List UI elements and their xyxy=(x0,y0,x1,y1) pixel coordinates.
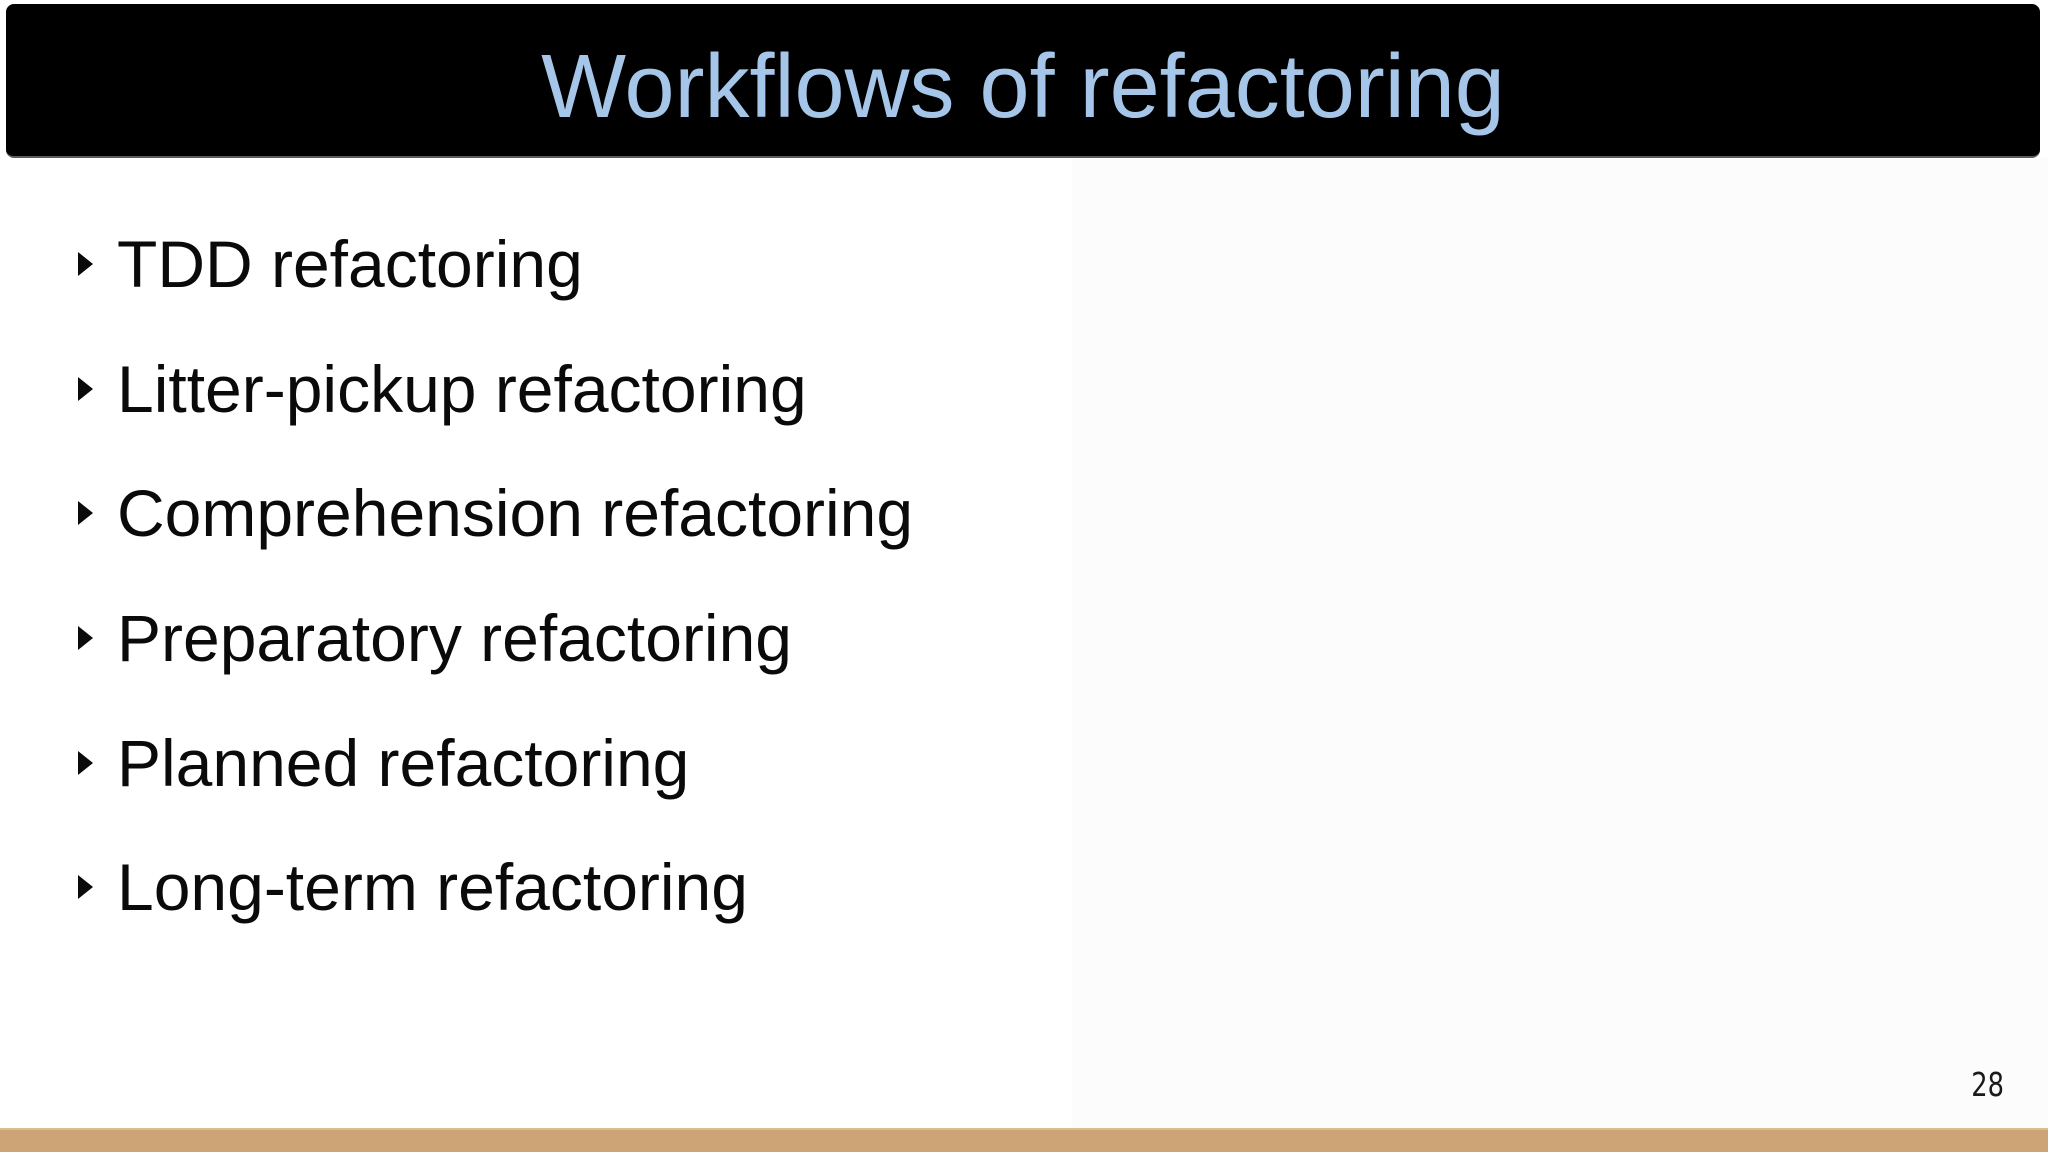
bullet-item: Comprehension refactoring xyxy=(78,451,913,576)
bullet-label: TDD refactoring xyxy=(117,227,583,302)
bullet-label: Preparatory refactoring xyxy=(117,601,792,676)
triangle-right-icon xyxy=(78,376,93,401)
triangle-right-icon xyxy=(78,626,93,651)
bullet-item: Preparatory refactoring xyxy=(78,576,913,701)
bullet-list: TDD refactoring Litter-pickup refactorin… xyxy=(78,202,913,950)
slide-title: Workflows of refactoring xyxy=(541,37,1505,137)
bullet-item: Long-term refactoring xyxy=(78,825,913,950)
footer-accent-bar xyxy=(0,1128,2048,1152)
bullet-item: Litter-pickup refactoring xyxy=(78,327,913,452)
triangle-right-icon xyxy=(78,875,93,900)
bullet-label: Litter-pickup refactoring xyxy=(117,351,807,426)
bullet-label: Planned refactoring xyxy=(117,725,690,800)
bullet-item: TDD refactoring xyxy=(78,202,913,327)
triangle-right-icon xyxy=(78,501,93,526)
bullet-label: Long-term refactoring xyxy=(117,850,748,925)
background-shade xyxy=(1072,158,2048,1130)
page-number: 28 xyxy=(1971,1065,2004,1104)
triangle-right-icon xyxy=(78,750,93,775)
triangle-right-icon xyxy=(78,252,93,277)
bullet-label: Comprehension refactoring xyxy=(117,476,914,551)
bullet-item: Planned refactoring xyxy=(78,700,913,825)
title-bar: Workflows of refactoring xyxy=(6,4,2040,158)
